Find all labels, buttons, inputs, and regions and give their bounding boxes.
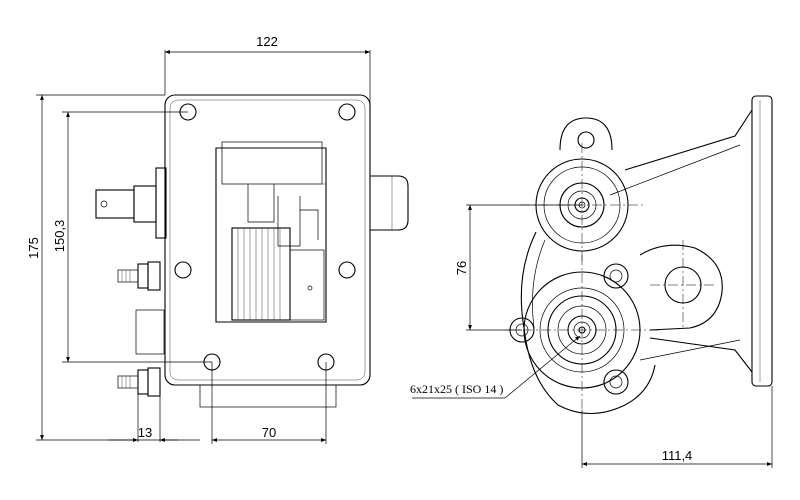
front-view: 122 175 150,3 13 70: [26, 34, 409, 444]
dim-left-inner: 150,3: [52, 220, 67, 253]
input-shaft: [95, 167, 167, 239]
dim-top-width: 122: [256, 34, 278, 49]
center-opening: [215, 147, 327, 323]
side-view: 6x21x25 ( ISO 14 ) 76 111,4: [410, 95, 773, 468]
stud-upper: [117, 261, 161, 291]
mount-hole-top-right: [338, 103, 356, 121]
main-housing: [520, 231, 656, 414]
dim-right-bottom: 111,4: [662, 448, 693, 463]
mount-hole-mid-right: [338, 261, 356, 279]
dim-bottom-left: 13: [138, 425, 152, 440]
dim-bottom-center: 70: [262, 425, 276, 440]
bolt-lug-top: [603, 263, 629, 289]
gear: [231, 227, 291, 321]
bolt-lug-bottom: [603, 369, 629, 395]
stud-lower: [117, 367, 161, 397]
shaft-spec-label: 6x21x25 ( ISO 14 ): [410, 382, 503, 396]
mount-hole-mid-left: [174, 261, 192, 279]
right-lobe: [639, 244, 723, 331]
dim-left-outer: 175: [26, 237, 41, 259]
side-flange: [751, 95, 773, 387]
dim-right-vertical: 76: [454, 261, 469, 275]
output-shaft: [370, 175, 409, 231]
top-lug-hole: [577, 131, 595, 149]
flange-plate: [164, 94, 371, 386]
top-lug: [559, 117, 613, 151]
